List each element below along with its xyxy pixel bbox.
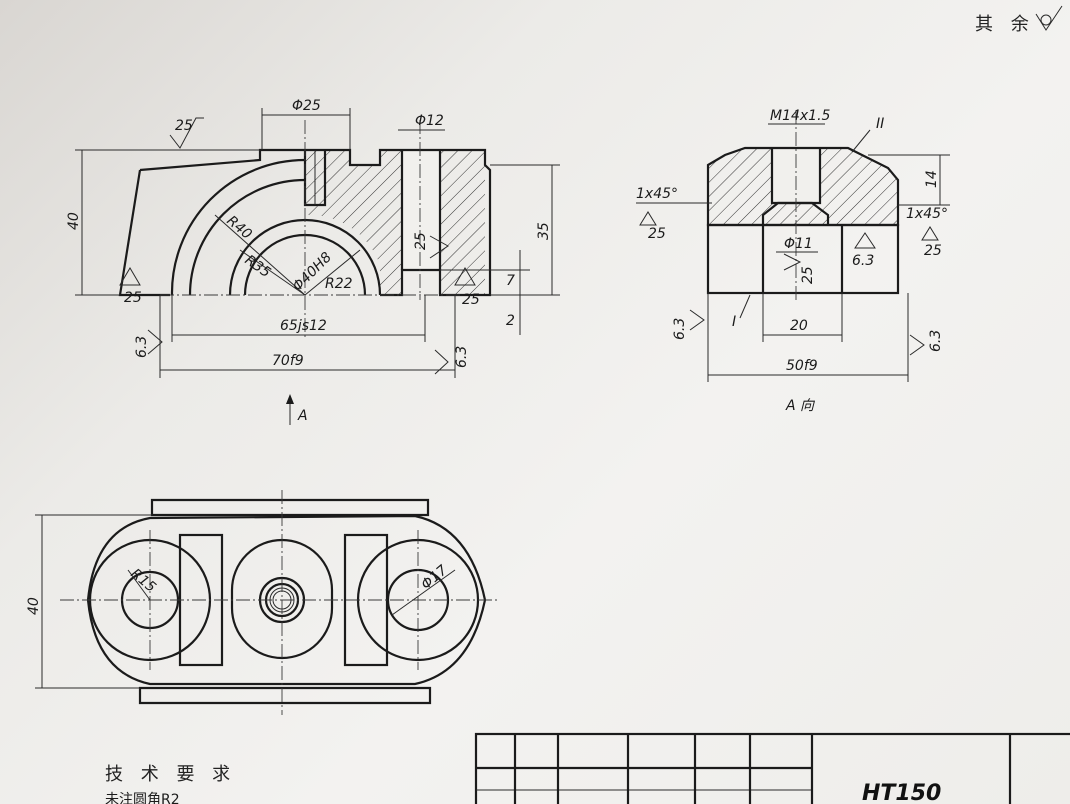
dim-phi11: Φ11 (784, 236, 813, 252)
view-arrow-label: A (297, 408, 308, 424)
svg-text:25: 25 (124, 290, 142, 306)
notes-heading: 技 术 要 求 (105, 764, 236, 785)
svg-text:6.3: 6.3 (672, 318, 688, 340)
side-view: M14x1.5 II 1x45° 1x45° 14 Φ11 20 50f9 I … (636, 108, 950, 414)
roughness-25-left: 25 (119, 267, 142, 306)
notes-line1: 未注圆角R2 (105, 792, 180, 804)
dim-70: 70f9 (272, 353, 304, 369)
roughness-6.3-side-left: 6.3 (672, 309, 705, 340)
dim-14: 14 (924, 170, 940, 188)
dim-height-35: 35 (536, 222, 552, 240)
svg-text:6.3: 6.3 (134, 336, 150, 358)
dim-r22: R22 (325, 276, 353, 292)
dim-height-40: 40 (66, 212, 82, 230)
roughness-25-inner-side: 25 (783, 253, 816, 284)
roughness-6.3-inner: 6.3 (852, 232, 876, 269)
material-label: HT150 (862, 781, 941, 804)
view-arrow-icon (286, 394, 294, 425)
dim-20: 20 (790, 318, 808, 334)
svg-text:25: 25 (648, 226, 666, 242)
roughness-25-chamfer: 25 (639, 211, 666, 242)
svg-text:6.3: 6.3 (454, 346, 470, 368)
marker-ii: II (876, 116, 884, 132)
dim-top-40: 40 (26, 597, 42, 615)
front-view: Φ25 Φ12 40 35 7 2 R40 R35 Φ40H8 R22 65js… (66, 98, 560, 425)
dim-2: 2 (506, 313, 515, 329)
corner-note: 其 余 (975, 14, 1035, 35)
dim-chamfer-left: 1x45° (636, 186, 678, 202)
svg-text:25: 25 (175, 118, 193, 134)
roughness-25-inner: 25 (413, 232, 449, 259)
dim-thread: M14x1.5 (770, 108, 831, 124)
roughness-25-top: 25 (169, 117, 204, 149)
svg-text:25: 25 (462, 292, 480, 308)
dim-chamfer-right: 1x45° (906, 206, 948, 222)
marker-i: I (732, 314, 736, 330)
top-view: 40 R15 Φ17 (26, 490, 500, 715)
dim-phi12: Φ12 (415, 113, 444, 129)
svg-text:25: 25 (800, 266, 816, 284)
svg-text:6.3: 6.3 (928, 330, 944, 352)
roughness-6.3-side-right: 6.3 (909, 330, 944, 356)
svg-text:25: 25 (413, 232, 429, 250)
dim-r35: R35 (242, 252, 274, 281)
roughness-25-right-side: 25 (921, 226, 942, 259)
dim-65: 65js12 (280, 318, 327, 334)
title-block: HT150 (474, 732, 1070, 804)
dim-phi25: Φ25 (292, 98, 321, 114)
roughness-symbol-icon (1035, 5, 1063, 31)
roughness-25-right: 25 (454, 267, 480, 308)
roughness-6.3-left: 6.3 (134, 329, 163, 358)
svg-text:25: 25 (924, 243, 942, 259)
dim-7: 7 (506, 273, 515, 289)
roughness-6.3-right: 6.3 (434, 346, 470, 375)
dim-r40: R40 (223, 213, 254, 243)
dim-50: 50f9 (786, 358, 818, 374)
view-label: A 向 (785, 398, 816, 414)
svg-text:6.3: 6.3 (852, 253, 874, 269)
